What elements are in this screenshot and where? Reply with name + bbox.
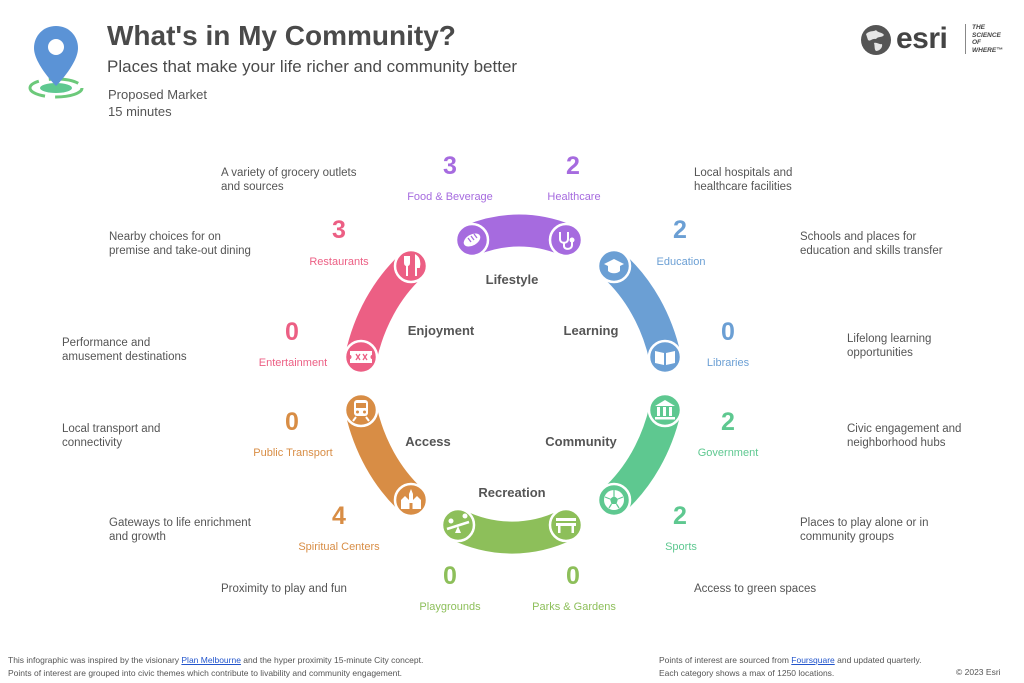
count-entertainment: 0 [285, 318, 299, 346]
count-government: 2 [721, 408, 735, 436]
category-icon-sports [596, 482, 632, 518]
brand-logo: esri [896, 22, 948, 55]
government-building-icon [655, 400, 675, 420]
label-sports: Sports [665, 541, 697, 553]
label-healthcare: Healthcare [547, 191, 601, 203]
park-bench-icon [556, 518, 576, 533]
count-libraries: 0 [721, 318, 735, 346]
theme-enjoyment: Enjoyment [407, 323, 475, 338]
count-transport: 0 [285, 408, 299, 436]
label-parks: Parks & Gardens [532, 601, 616, 613]
location-pin-logo [14, 24, 84, 104]
theme-learning: Learning [563, 323, 619, 338]
description-sports: Places to play alone or in community gro… [800, 517, 929, 543]
count-food: 3 [443, 152, 457, 180]
label-playgrounds: Playgrounds [419, 601, 481, 613]
category-icon-spiritual [393, 482, 429, 518]
theme-access: Access [405, 434, 451, 449]
category-icon-restaurants [393, 248, 429, 284]
category-icon-transport [343, 392, 379, 428]
graduation-cap-icon [604, 259, 624, 274]
category-icon-education [596, 248, 632, 284]
category-icon-food [454, 222, 490, 258]
bread-icon [463, 233, 481, 247]
footer-note-left: This infographic was inspired by the vis… [8, 655, 424, 678]
temple-icon [401, 489, 421, 509]
label-transport: Public Transport [253, 447, 333, 459]
theme-community: Community [545, 434, 617, 449]
fork-knife-icon [404, 254, 421, 276]
description-government: Civic engagement and neighborhood hubs [847, 423, 962, 449]
description-spiritual: Gateways to life enrichment and growth [109, 517, 251, 543]
category-icon-government [647, 392, 683, 428]
map-pin-icon [28, 26, 84, 99]
description-food: A variety of grocery outlets and sources [221, 167, 357, 193]
stethoscope-icon [559, 232, 575, 250]
plan-melbourne-link[interactable]: Plan Melbourne [181, 655, 241, 665]
ticket-icon [350, 351, 372, 363]
globe-icon [860, 24, 892, 56]
category-icon-playgrounds [440, 507, 476, 543]
description-parks: Access to green spaces [694, 583, 817, 595]
soccer-ball-icon [604, 490, 624, 510]
count-sports: 2 [673, 502, 687, 530]
label-education: Education [656, 256, 706, 268]
book-icon [655, 351, 675, 365]
description-transport: Local transport and connectivity [62, 423, 161, 449]
theme-lifestyle: Lifestyle [485, 272, 539, 287]
category-icon-parks [548, 507, 584, 543]
count-education: 2 [673, 216, 687, 244]
foursquare-link[interactable]: Foursquare [791, 655, 835, 665]
description-libraries: Lifelong learning opportunities [847, 333, 932, 359]
train-icon [352, 400, 370, 422]
count-restaurants: 3 [332, 216, 346, 244]
count-healthcare: 2 [566, 152, 580, 180]
label-spiritual: Spiritual Centers [298, 541, 380, 553]
category-icon-entertainment [343, 339, 379, 375]
footer-note-right: Points of interest are sourced from Four… [659, 655, 922, 678]
description-healthcare: Local hospitals and healthcare facilitie… [694, 167, 793, 193]
label-libraries: Libraries [706, 357, 750, 369]
label-food: Food & Beverage [407, 191, 493, 203]
description-restaurants: Nearby choices for on premise and take-o… [109, 231, 251, 257]
theme-recreation: Recreation [478, 485, 546, 500]
copyright: © 2023 Esri [956, 667, 1001, 677]
site-name: Proposed Market [108, 87, 207, 102]
page-title: What's in My Community? [107, 20, 456, 51]
brand-divider [965, 24, 966, 54]
count-parks: 0 [566, 562, 580, 590]
count-playgrounds: 0 [443, 562, 457, 590]
description-playgrounds: Proximity to play and fun [221, 583, 347, 595]
description-education: Schools and places for education and ski… [800, 231, 943, 257]
description-entertainment: Performance and amusement destinations [62, 337, 187, 363]
seesaw-icon [446, 513, 470, 533]
label-restaurants: Restaurants [309, 256, 369, 268]
category-icon-libraries [647, 339, 683, 375]
travel-time: 15 minutes [108, 104, 172, 119]
label-government: Government [697, 447, 759, 459]
category-icon-healthcare [548, 222, 584, 258]
count-spiritual: 4 [332, 502, 346, 530]
brand-tagline: THE SCIENCE OF WHERE™ [972, 24, 1003, 54]
page-subtitle: Places that make your life richer and co… [107, 57, 518, 76]
label-entertainment: Entertainment [258, 357, 328, 369]
